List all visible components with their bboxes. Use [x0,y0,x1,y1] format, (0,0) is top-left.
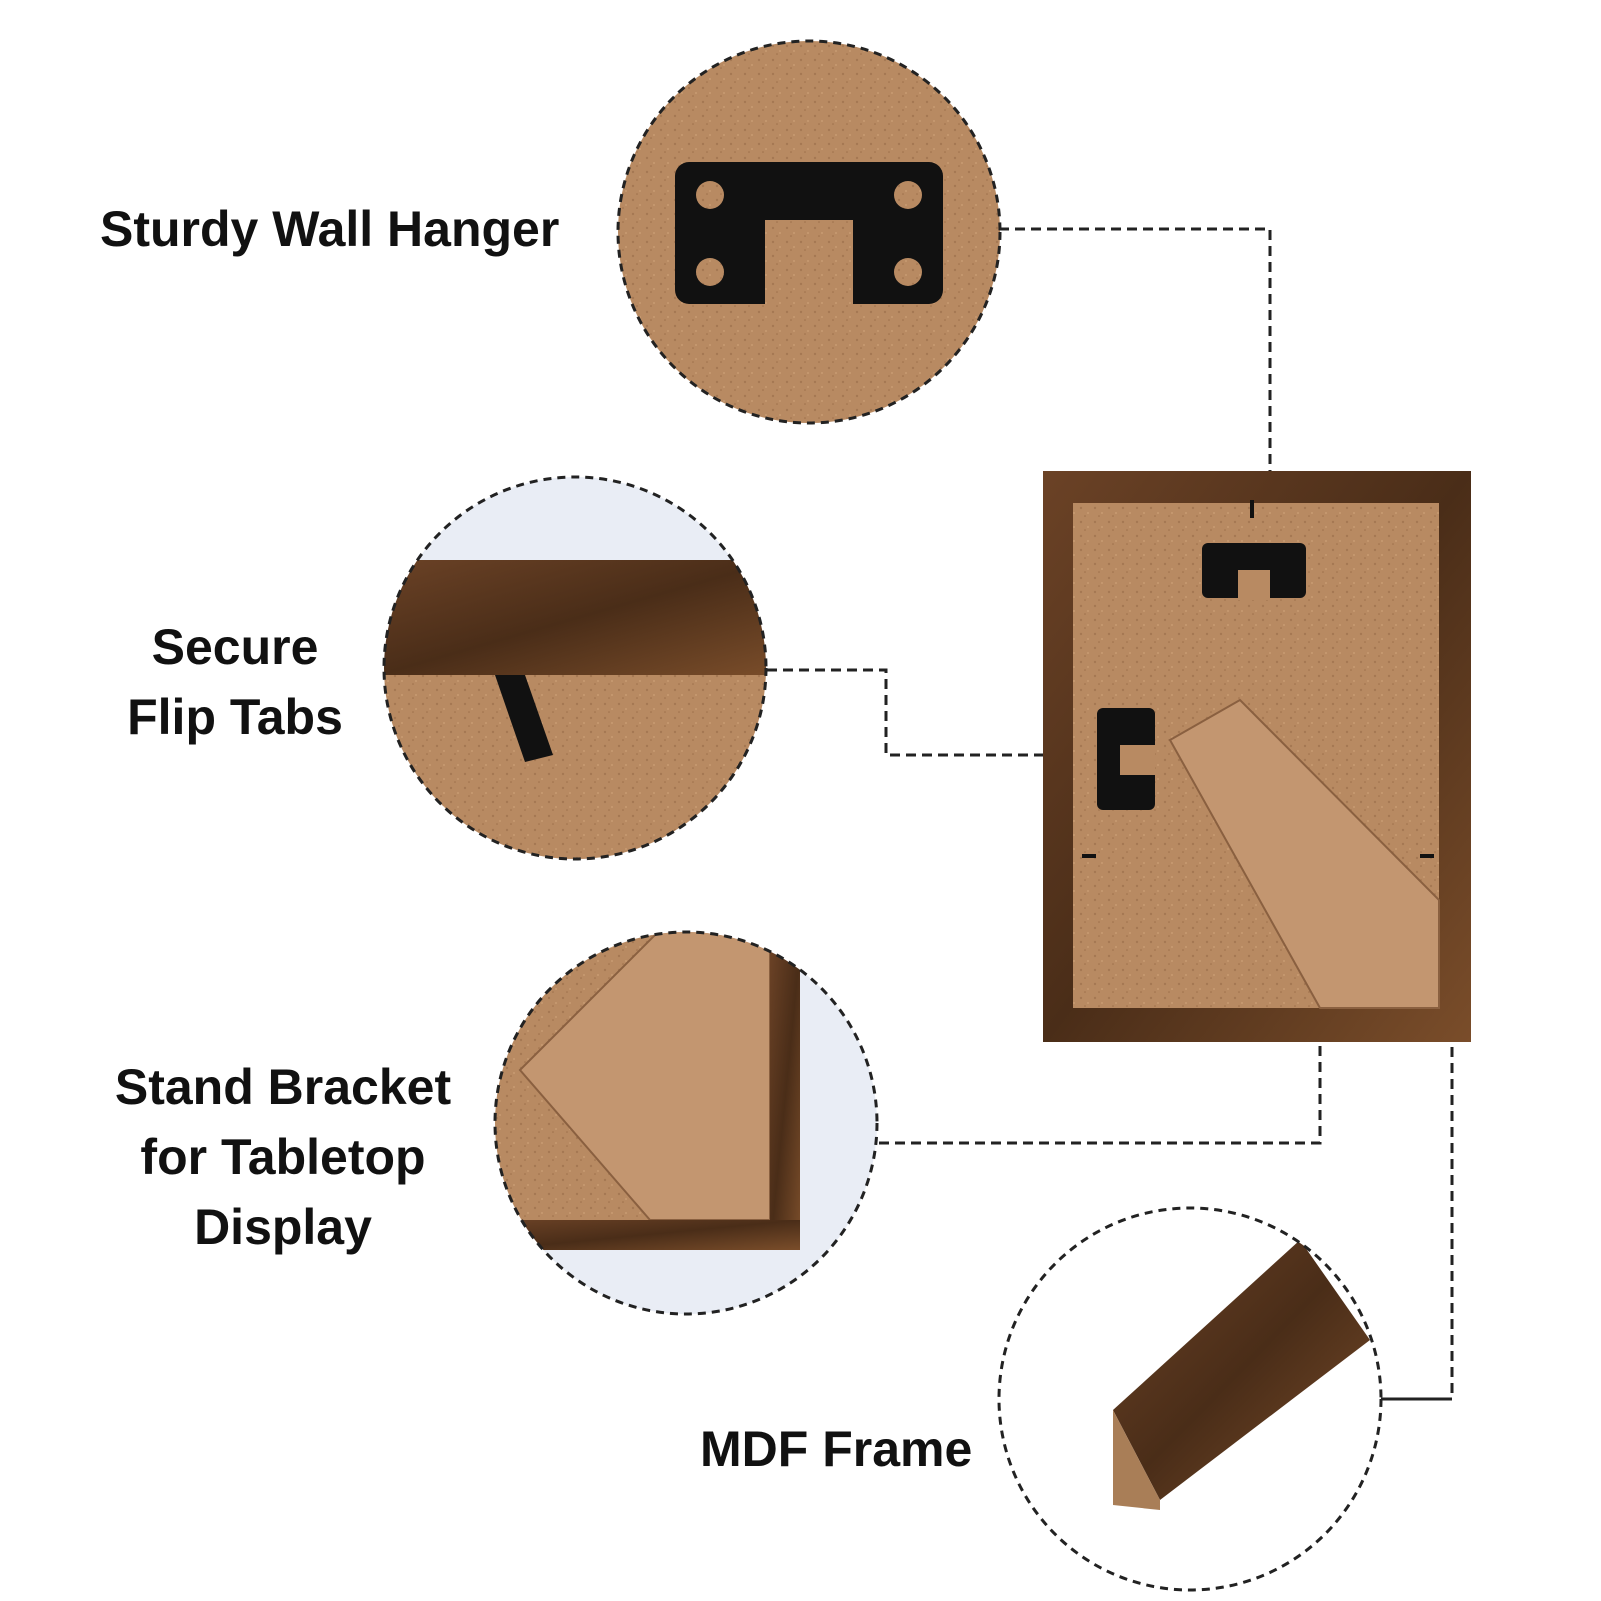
frame-back-view [1043,471,1471,1042]
detail-circle-wall-hanger [616,39,1002,425]
label-line: Display [194,1199,372,1255]
label-line: Flip Tabs [127,689,343,745]
flip-tab [1250,500,1254,518]
detail-circle-mdf-frame [997,1206,1383,1592]
side-hanger-small [1097,708,1155,810]
leader-line-flip-tabs [767,668,1107,757]
flip-tab-icon [495,675,553,762]
label-line: Secure [151,619,319,675]
wall-hanger-icon [675,162,943,320]
detail-circle-flip-tabs [382,475,768,861]
label-flip-tabs: Secure Flip Tabs [110,612,360,752]
label-line: Stand Bracket [114,1059,452,1115]
leader-lines [767,227,1454,1399]
label-wall-hanger: Sturdy Wall Hanger [100,201,560,257]
label-stand-bracket: Stand Bracket for Tabletop Display [100,1052,466,1262]
label-mdf-frame: MDF Frame [700,1421,973,1477]
detail-circle-stand-bracket [493,930,879,1316]
flip-tab [1420,854,1434,858]
stand-bracket [1168,698,1440,1009]
label-line: for Tabletop [140,1129,426,1185]
wall-hanger-small [1202,543,1306,600]
frame-profile-icon [1113,1240,1370,1510]
leader-line-stand-bracket [879,922,1322,1145]
flip-tab [1082,854,1096,858]
leader-line-wall-hanger [999,227,1272,556]
